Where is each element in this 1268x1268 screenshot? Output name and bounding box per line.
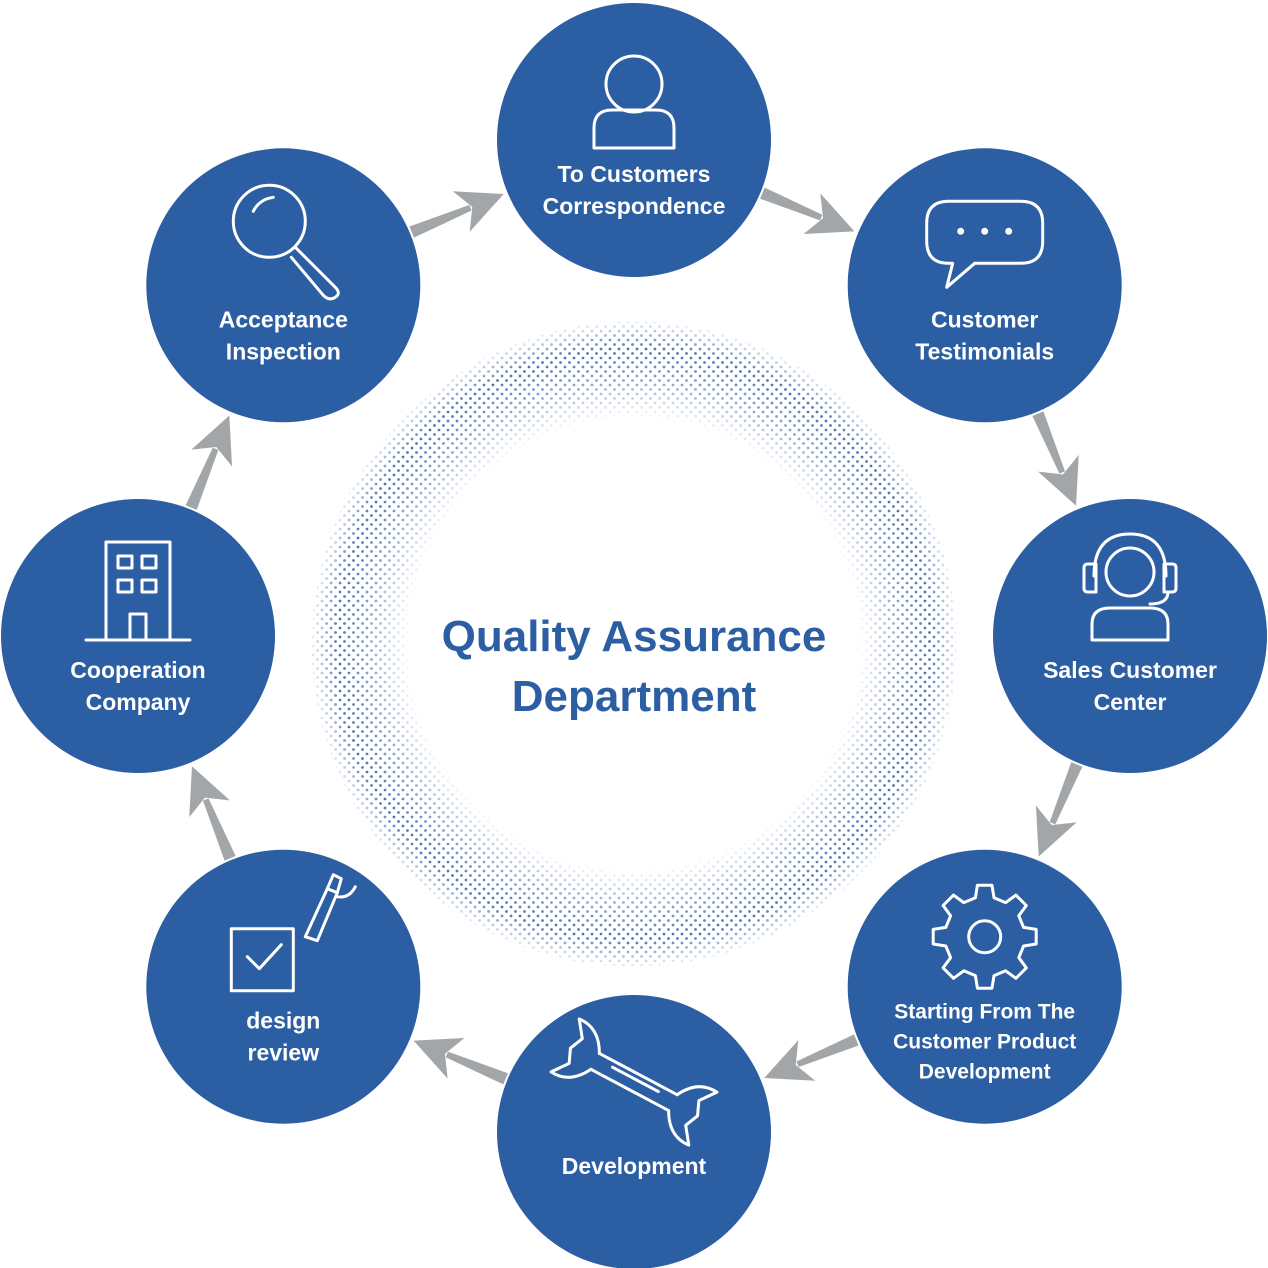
node-circle xyxy=(847,849,1122,1124)
node-circle xyxy=(146,148,421,423)
node-label-line: design xyxy=(246,1008,320,1034)
flow-arrow xyxy=(760,187,855,235)
headset-agent-icon xyxy=(1082,532,1178,642)
flow-arrow xyxy=(413,1037,508,1085)
flow-arrow xyxy=(185,415,233,510)
node-circle xyxy=(993,499,1267,773)
magnifier-icon xyxy=(231,183,340,301)
node-circle xyxy=(1,499,275,773)
flow-arrow xyxy=(1032,411,1079,506)
node-label-line: review xyxy=(247,1040,319,1066)
center-title-line-1: Quality Assurance xyxy=(442,612,827,661)
node-label-line: Center xyxy=(1094,689,1167,715)
process-nodes: To CustomersCorrespondenceCustomerTestim… xyxy=(1,3,1267,1268)
node-circle xyxy=(497,995,771,1268)
wrench-icon xyxy=(549,1017,719,1147)
node-label-line: Inspection xyxy=(226,338,341,364)
checkbox-pen-icon xyxy=(229,873,357,993)
node-label-line: Customer xyxy=(931,306,1038,332)
node-design-review: design review xyxy=(146,849,421,1124)
center-title: Quality Assurance Department xyxy=(442,612,827,721)
node-label-line: Cooperation xyxy=(70,657,205,683)
gear-icon xyxy=(931,883,1038,990)
person-icon xyxy=(592,54,676,150)
node-circle xyxy=(497,3,771,277)
node-circle xyxy=(146,849,421,1124)
node-label-line: Starting From The xyxy=(894,1001,1075,1024)
node-development: Development xyxy=(497,995,771,1268)
building-icon xyxy=(84,540,192,642)
node-label-line: Company xyxy=(86,689,191,715)
node-label-line: Correspondence xyxy=(543,193,726,219)
center-title-line-2: Department xyxy=(512,672,757,721)
node-label-line: Acceptance xyxy=(219,306,348,332)
dotted-halo-ring xyxy=(312,322,956,966)
node-label-line: Testimonials xyxy=(915,338,1054,364)
flow-arrow xyxy=(189,766,236,861)
node-label-line: Customer Product xyxy=(893,1031,1076,1054)
flow-arrow xyxy=(764,1034,859,1081)
flow-arrows xyxy=(185,187,1083,1085)
node-label-line: Development xyxy=(919,1061,1051,1084)
speech-bubble-icon xyxy=(925,199,1045,289)
node-label-line: Sales Customer xyxy=(1043,657,1217,683)
node-label-line: To Customers xyxy=(558,161,711,187)
node-circle xyxy=(847,148,1122,423)
flow-arrow xyxy=(1035,762,1083,857)
flow-arrow xyxy=(409,191,504,238)
node-label-line: Development xyxy=(562,1153,707,1179)
